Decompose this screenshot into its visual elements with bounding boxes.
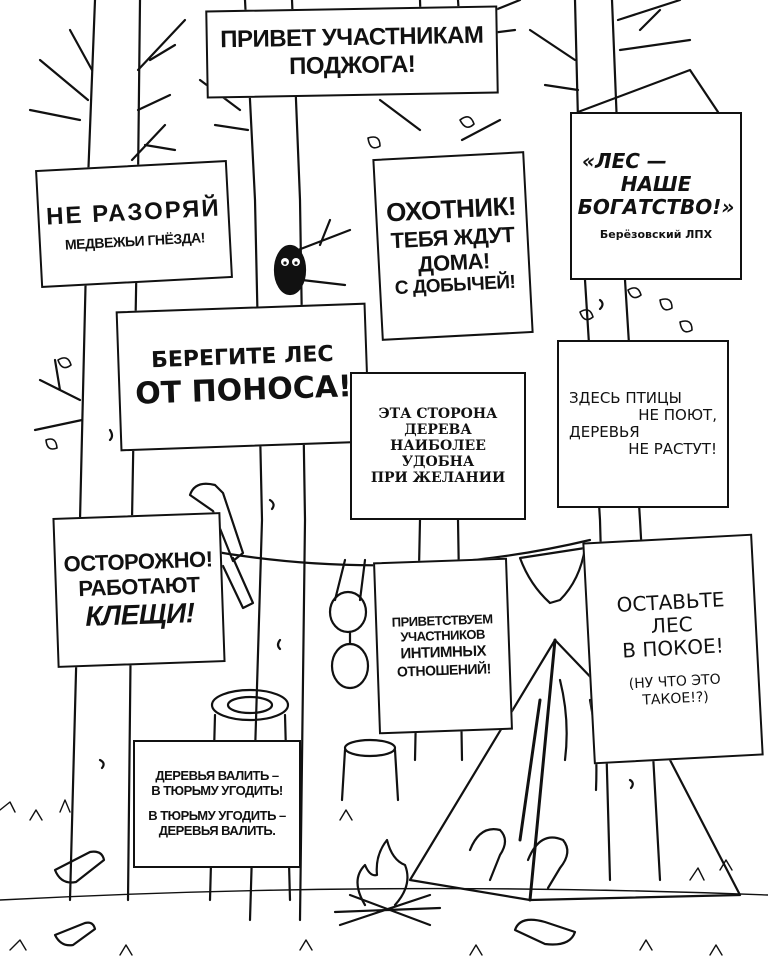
sign-leave: ОСТАВЬТЕ ЛЕС В ПОКОЕ! (НУ ЧТО ЭТО ТАКОЕ!… [582, 533, 764, 765]
sign-convenient: ЭТА СТОРОНА ДЕРЕВА НАИБОЛЕЕ УДОБНА ПРИ Ж… [350, 372, 526, 520]
sign-birds-line1: ЗДЕСЬ ПТИЦЫ [569, 388, 682, 407]
sign-protect-line1: БЕРЕГИТЕ ЛЕС [150, 341, 334, 374]
sign-hunter: ОХОТНИК! ТЕБЯ ЖДУТ ДОМА! С ДОБЫЧЕЙ! [372, 151, 534, 341]
sign-birds: ЗДЕСЬ ПТИЦЫ НЕ ПОЮТ, ДЕРЕВЬЯ НЕ РАСТУТ! [557, 340, 729, 508]
sign-prison-line1: ДЕРЕВЬЯ ВАЛИТЬ – [155, 768, 279, 784]
sign-wealth: «ЛЕС — НАШЕ БОГАТСТВО!» Берёзовский ЛПХ [570, 112, 742, 280]
sign-birds-line4: НЕ РАСТУТ! [628, 440, 717, 459]
tree-hollow-eyes [273, 244, 307, 296]
sign-wealth-footer: Берёзовский ЛПХ [599, 228, 713, 242]
sign-convenient-line2: ДЕРЕВА [404, 421, 472, 438]
sign-wealth-line2: НАШЕ [620, 172, 692, 197]
sign-convenient-line3: НАИБОЛЕЕ [390, 437, 486, 454]
sign-convenient-line1: ЭТА СТОРОНА [378, 405, 498, 422]
sign-hunter-line2: ТЕБЯ ЖДУТ [390, 221, 515, 253]
sign-wealth-line3: БОГАТСТВО!» [577, 195, 735, 220]
sign-ticks: ОСТОРОЖНО! РАБОТАЮТ КЛЕЩИ! [52, 512, 226, 668]
sign-intimate: ПРИВЕТСТВУЕМ УЧАСТНИКОВ ИНТИМНЫХ ОТНОШЕН… [373, 557, 513, 735]
sign-welcome: ПРИВЕТ УЧАСТНИКАМ ПОДЖОГА! [205, 5, 499, 99]
bottle-ground-icon [53, 850, 577, 947]
sign-nests-line2: МЕДВЕЖЬИ ГНЁЗДА! [64, 229, 206, 253]
sign-birds-line3: ДЕРЕВЬЯ [569, 423, 640, 441]
bottle-icon [188, 482, 255, 610]
bra-icon [328, 558, 370, 690]
sign-nests-line1: НЕ РАЗОРЯЙ [45, 194, 222, 231]
sign-birds-line2: НЕ ПОЮТ, [638, 405, 717, 424]
sign-leave-line5: ТАКОЕ!?) [641, 688, 710, 709]
sign-leave-line3: В ПОКОЕ! [621, 633, 725, 664]
underpants-icon [518, 546, 587, 605]
campfire-icon [333, 838, 442, 927]
sign-convenient-line4: УДОБНА [401, 454, 475, 471]
sign-prison: ДЕРЕВЬЯ ВАЛИТЬ – В ТЮРЬМУ УГОДИТЬ! В ТЮР… [133, 740, 301, 868]
sign-ticks-line3: КЛЕЩИ! [84, 597, 196, 633]
sign-prison-line4: ДЕРЕВЬЯ ВАЛИТЬ. [158, 822, 276, 838]
falling-leaves [45, 116, 693, 450]
feet-icon [468, 828, 569, 890]
sign-protect: БЕРЕГИТЕ ЛЕС ОТ ПОНОСА! [115, 302, 371, 452]
sign-nests: НЕ РАЗОРЯЙ МЕДВЕЖЬИ ГНЁЗДА! [35, 160, 233, 288]
ground-grass [0, 799, 768, 956]
sign-prison-line3: В ТЮРЬМУ УГОДИТЬ – [148, 808, 286, 823]
hanging-string [576, 68, 720, 114]
sign-intimate-line4: ОТНОШЕНИЙ! [396, 659, 491, 680]
sign-protect-line2: ОТ ПОНОСА! [134, 369, 353, 413]
sign-hunter-line4: С ДОБЫЧЕЙ! [394, 272, 516, 300]
sign-wealth-line1: «ЛЕС — [582, 149, 667, 174]
sign-convenient-line5: ПРИ ЖЕЛАНИИ [370, 470, 506, 487]
sign-welcome-text: ПРИВЕТ УЧАСТНИКАМ ПОДЖОГА! [219, 22, 484, 81]
sign-prison-line2: В ТЮРЬМУ УГОДИТЬ! [151, 783, 283, 799]
